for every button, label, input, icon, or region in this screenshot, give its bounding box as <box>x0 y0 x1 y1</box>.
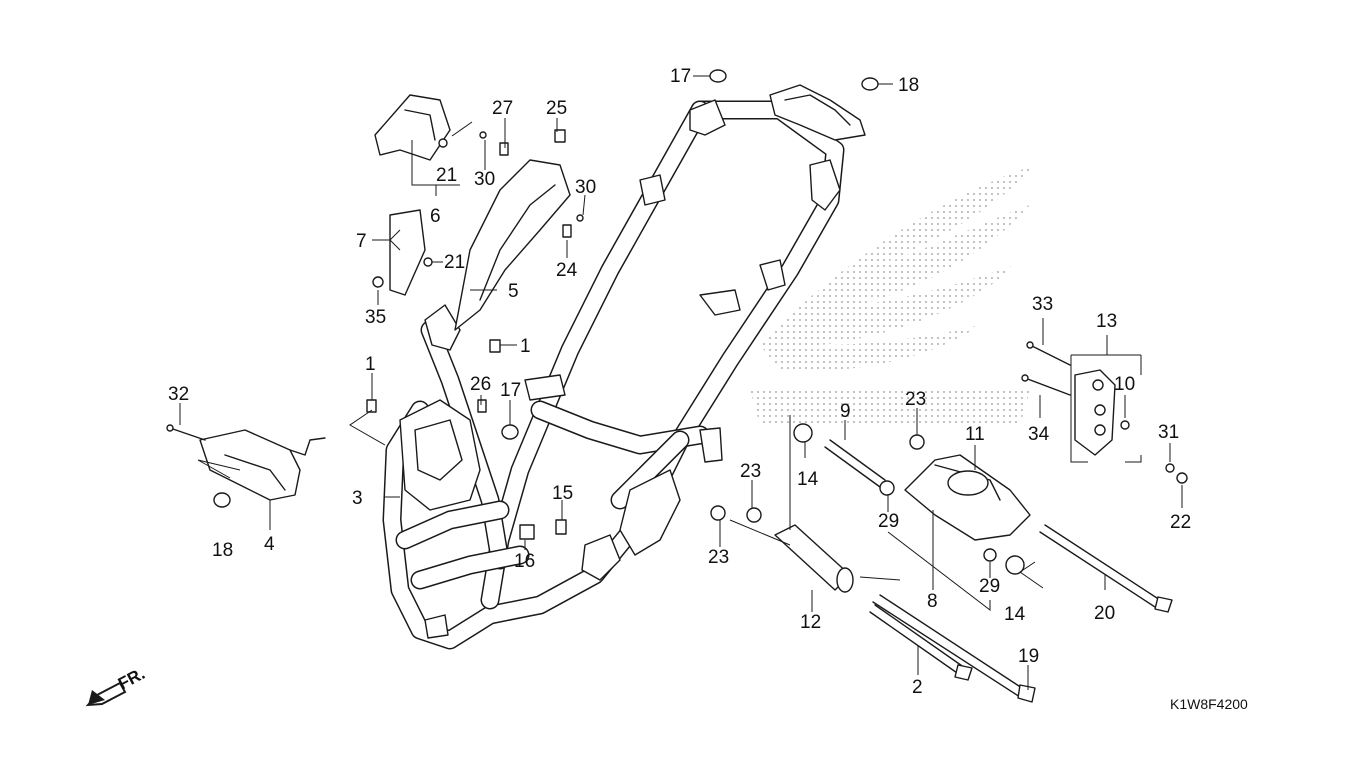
callout-18a: 18 <box>898 75 919 96</box>
callout-33: 33 <box>1032 294 1053 315</box>
callout-29a: 29 <box>878 511 899 532</box>
callout-21b: 21 <box>444 252 465 273</box>
leader-lines <box>179 75 1183 690</box>
callout-23a: 23 <box>905 389 926 410</box>
callout-35: 35 <box>365 307 386 328</box>
callout-9: 9 <box>840 401 851 422</box>
callout-11: 11 <box>965 424 985 445</box>
small-hardware[interactable] <box>213 69 1188 575</box>
main-frame[interactable] <box>382 84 866 650</box>
callout-14a: 14 <box>797 469 819 490</box>
callout-22: 22 <box>1170 512 1191 533</box>
callout-26: 26 <box>470 374 491 395</box>
wing-logo-watermark <box>750 165 1035 425</box>
pivot-bolt-2[interactable] <box>869 604 973 681</box>
callout-25: 25 <box>546 98 567 119</box>
callout-34: 34 <box>1028 424 1050 445</box>
callout-30b: 30 <box>575 177 596 198</box>
callout-13: 13 <box>1096 311 1117 332</box>
callout-27: 27 <box>492 98 513 119</box>
callout-6: 6 <box>430 206 441 227</box>
callout-29b: 29 <box>979 576 1000 597</box>
front-direction-arrow: FR. <box>85 664 148 707</box>
bolt-33[interactable] <box>1026 341 1071 366</box>
pivot-pipe-12[interactable] <box>774 524 854 593</box>
callout-14b: 14 <box>1004 604 1026 625</box>
diagram-code: K1W8F4200 <box>1170 696 1248 712</box>
callout-12: 12 <box>800 612 821 633</box>
callout-21a: 21 <box>436 165 457 186</box>
guard-plate-11[interactable] <box>904 454 1031 541</box>
bolt-34[interactable] <box>1021 374 1071 396</box>
callout-5: 5 <box>508 281 519 302</box>
callout-16: 16 <box>514 551 535 572</box>
callout-20: 20 <box>1094 603 1115 624</box>
bolt-19[interactable] <box>872 594 1036 703</box>
callout-8: 8 <box>927 591 938 612</box>
callout-10: 10 <box>1114 374 1135 395</box>
callout-19: 19 <box>1018 646 1039 667</box>
callout-17b: 17 <box>500 380 521 401</box>
bolt-20[interactable] <box>1039 524 1173 613</box>
callout-23b: 23 <box>740 461 761 482</box>
callout-23c: 23 <box>708 547 729 568</box>
callout-30a: 30 <box>474 169 495 190</box>
callout-31: 31 <box>1158 422 1179 443</box>
bracket-13[interactable] <box>1074 369 1116 456</box>
callouts: 17 18 27 25 21 30 30 6 7 21 24 5 35 1 1 … <box>168 66 1191 698</box>
callout-17a: 17 <box>670 66 691 87</box>
callout-32: 32 <box>168 384 189 405</box>
callout-4: 4 <box>264 534 275 555</box>
shaft-9[interactable] <box>824 439 886 488</box>
bracket-5[interactable] <box>454 159 571 331</box>
callout-2: 2 <box>912 677 923 698</box>
callout-18b: 18 <box>212 540 233 561</box>
front-bracket-4[interactable] <box>199 429 326 501</box>
bracket-7[interactable] <box>389 209 426 296</box>
callout-1a: 1 <box>365 354 376 375</box>
callout-1b: 1 <box>520 336 531 357</box>
callout-7: 7 <box>356 231 367 252</box>
bolt-32[interactable] <box>166 424 206 441</box>
callout-3: 3 <box>352 488 363 509</box>
callout-24: 24 <box>556 260 578 281</box>
callout-15: 15 <box>552 483 573 504</box>
